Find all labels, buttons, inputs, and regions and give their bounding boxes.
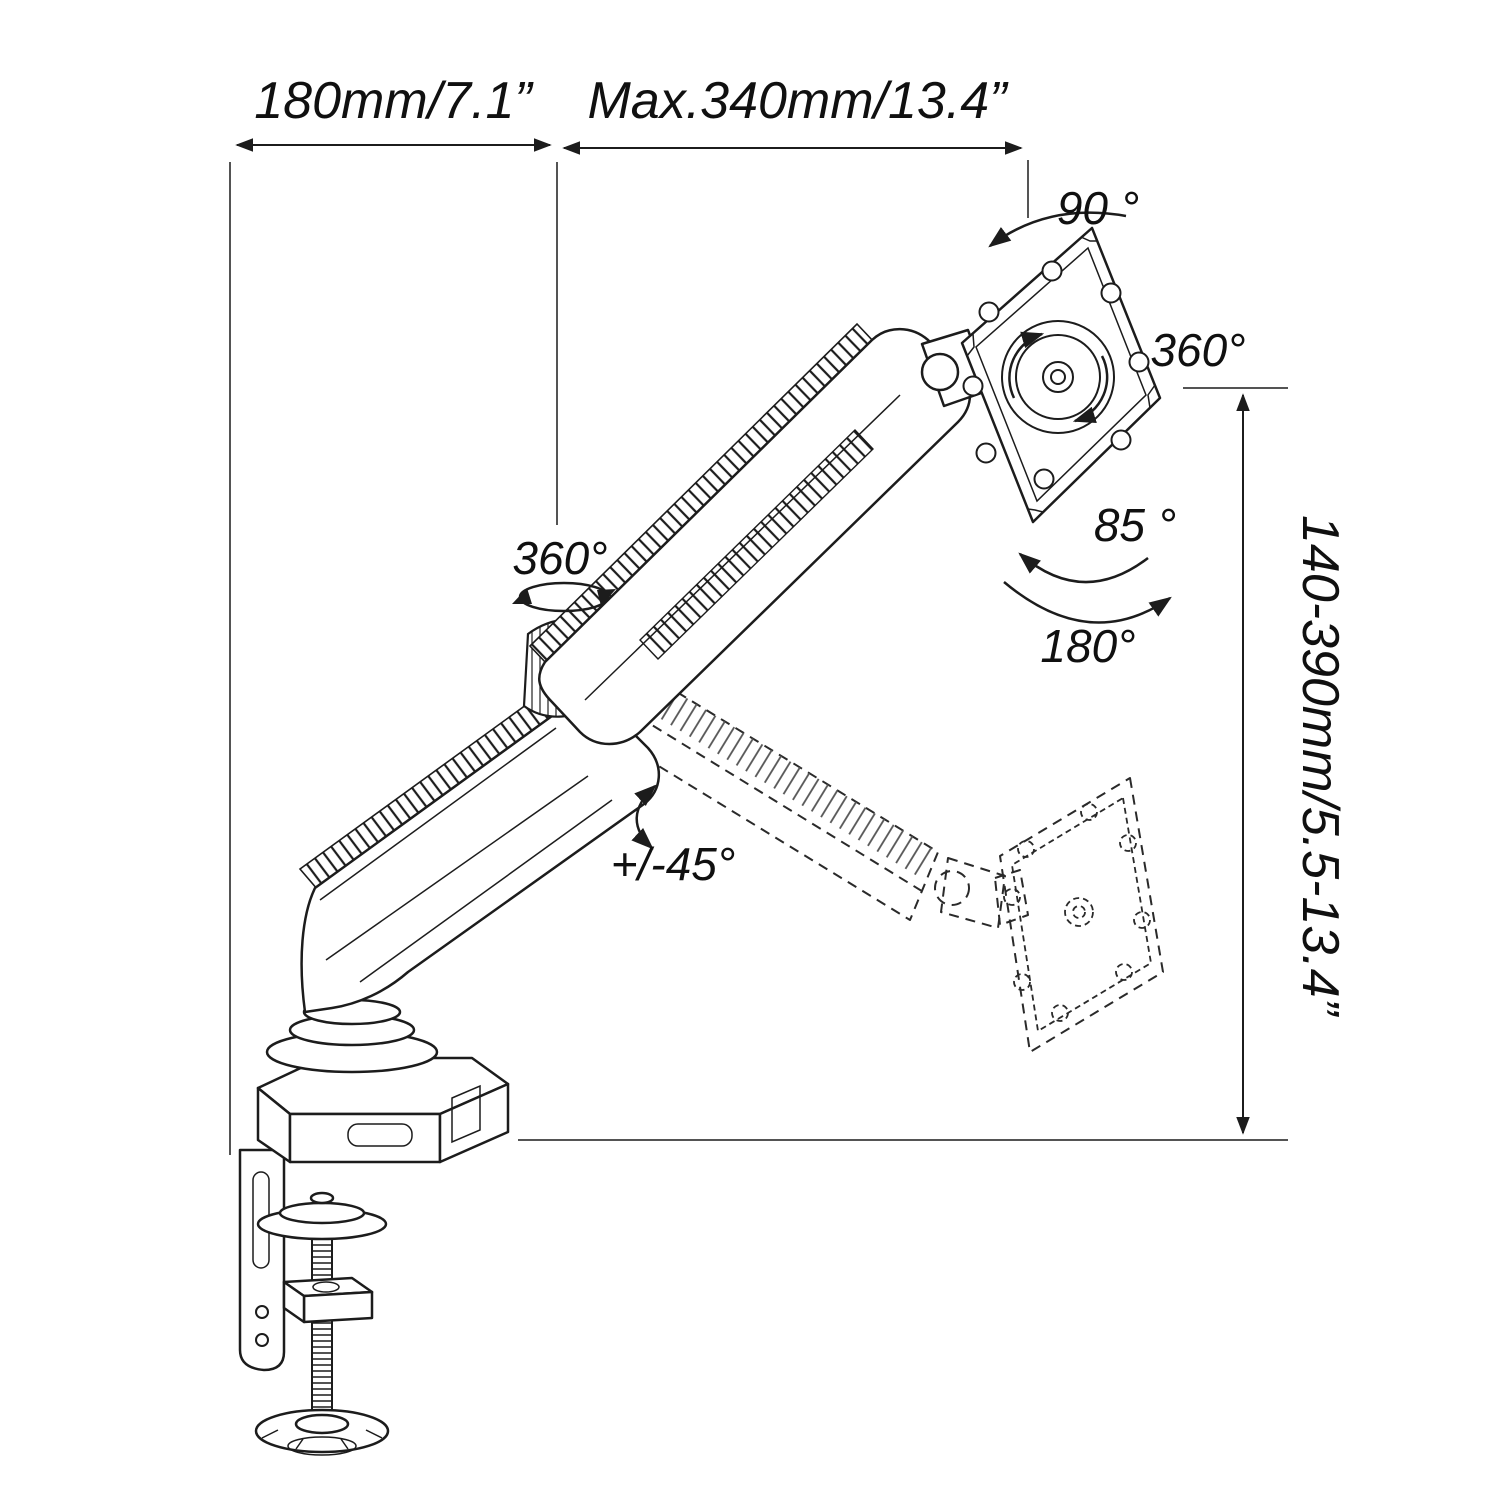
dimension-lines <box>229 138 1288 1155</box>
tilt-arc-180 <box>1003 581 1172 624</box>
ghost-arm <box>576 647 1029 929</box>
rotation-arc-90 <box>988 211 1127 248</box>
angle-label-arm-swivel: +/-45° <box>611 838 736 890</box>
dimension-label-max-extension: Max.340mm/13.4” <box>587 72 1009 130</box>
lower-arm <box>298 695 661 1014</box>
vesa-holes <box>962 260 1150 490</box>
upper-arm <box>528 322 972 746</box>
vesa-hub <box>1001 320 1115 434</box>
angle-label-base-rotation: 360° <box>512 532 607 584</box>
tilt-arc-85 <box>1018 552 1149 584</box>
angle-label-vesa-swivel: 360° <box>1150 324 1245 376</box>
clamp-assembly <box>238 998 510 1456</box>
clamp-knob <box>254 1408 390 1456</box>
motion-arrows <box>512 211 1172 850</box>
clamp-pad <box>256 1191 388 1241</box>
angle-label-tilt-range: 180° <box>1040 620 1135 672</box>
dimension-label-height-range: 140-390mm/5.5-13.4” <box>1291 515 1349 1018</box>
base-column <box>265 998 439 1074</box>
angle-label-tilt-up: 85 ° <box>1094 499 1176 551</box>
base-housing <box>256 1056 510 1164</box>
angle-label-vesa-rotation: 90 ° <box>1057 182 1139 234</box>
swivel-arc-360-left <box>1008 331 1045 399</box>
swivel-arc-360-right <box>1072 355 1109 424</box>
base-rotation-arrow-360 <box>512 581 616 613</box>
upper-arm-rib-band <box>639 429 874 660</box>
vesa-plate <box>960 226 1162 524</box>
labels: 180mm/7.1” Max.340mm/13.4” 140-390mm/5.5… <box>254 72 1349 1018</box>
dimension-label-base-width: 180mm/7.1” <box>254 72 534 130</box>
clamp-screw <box>311 1237 333 1416</box>
ghost-vesa-plate <box>999 777 1164 1053</box>
swivel-arc-45 <box>631 784 657 850</box>
clamp-plate <box>238 1148 286 1372</box>
